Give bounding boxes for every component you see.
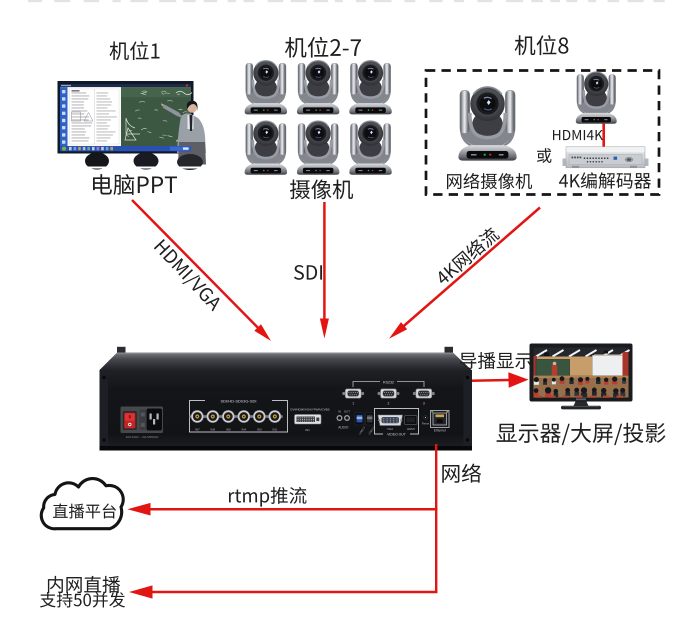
svg-text:Ethernet: Ethernet bbox=[434, 429, 446, 433]
svg-text:2: 2 bbox=[388, 402, 390, 406]
svg-text:VIDEO OUT: VIDEO OUT bbox=[387, 432, 406, 436]
svg-text:USB2.0: USB2.0 bbox=[367, 425, 376, 435]
svg-text:DVI/HDMI/VGA/YPbPr/CVBS: DVI/HDMI/VGA/YPbPr/CVBS bbox=[290, 408, 329, 412]
svg-text:100-240V ~ /4A 50/60Hz: 100-240V ~ /4A 50/60Hz bbox=[126, 435, 159, 439]
svg-text:1: 1 bbox=[352, 402, 354, 406]
svg-text:IN6: IN6 bbox=[210, 428, 215, 432]
svg-text:3: 3 bbox=[423, 402, 425, 406]
svg-text:IN: IN bbox=[338, 410, 341, 414]
svg-text:OUT: OUT bbox=[344, 410, 350, 414]
svg-text:IN3: IN3 bbox=[257, 428, 262, 432]
svg-text:AUDIO: AUDIO bbox=[338, 426, 349, 430]
svg-text:VGA: VGA bbox=[387, 427, 393, 431]
svg-text:IN5: IN5 bbox=[226, 428, 231, 432]
svg-text:IN1: IN1 bbox=[305, 428, 310, 432]
svg-text:IN7: IN7 bbox=[195, 428, 200, 432]
svg-text:SDI/HD-SDI/3G-SDI: SDI/HD-SDI/3G-SDI bbox=[220, 398, 256, 403]
svg-text:IN4: IN4 bbox=[241, 428, 246, 432]
svg-text:IN2: IN2 bbox=[272, 428, 277, 432]
svg-text:HDMI: HDMI bbox=[407, 427, 415, 431]
svg-text:USB3.0: USB3.0 bbox=[358, 425, 367, 435]
svg-text:RS232: RS232 bbox=[383, 381, 394, 385]
svg-text:Reset: Reset bbox=[422, 422, 430, 426]
